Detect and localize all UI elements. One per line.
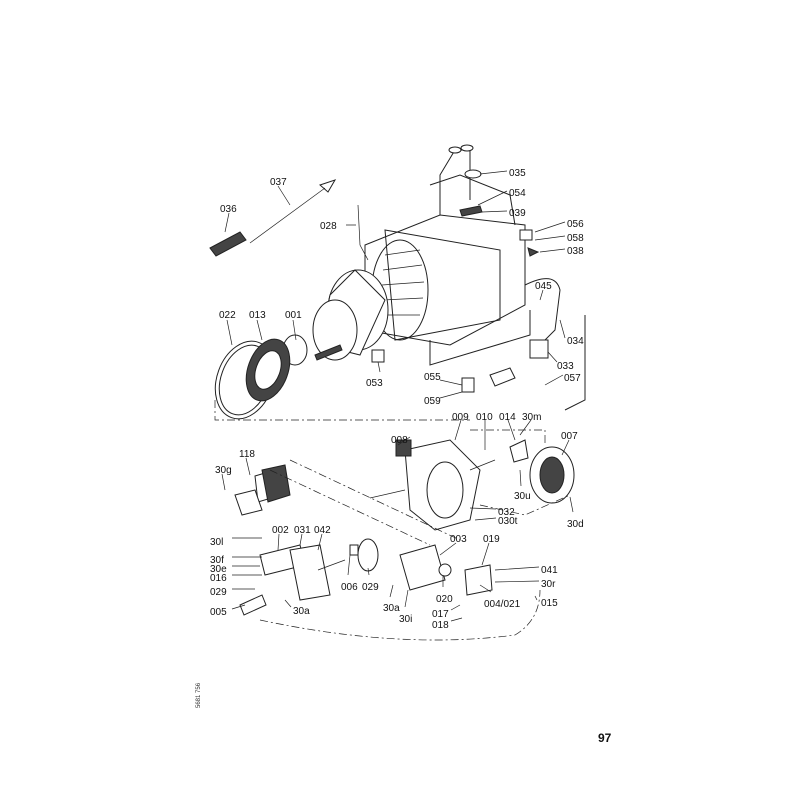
callout-30f: 30f bbox=[210, 555, 224, 566]
callout-058: 058 bbox=[567, 233, 584, 244]
callout-039: 039 bbox=[509, 208, 526, 219]
callout-056: 056 bbox=[567, 219, 584, 230]
leader-lines bbox=[221, 170, 574, 622]
callout-018: 018 bbox=[432, 620, 449, 631]
callout-008: 008 bbox=[391, 435, 408, 446]
callout-034: 034 bbox=[567, 336, 584, 347]
callout-015: 015 bbox=[541, 598, 558, 609]
callout-030t: 030t bbox=[498, 516, 518, 527]
callout-labels: 037 036 028 035 054 039 056 058 038 045 … bbox=[210, 168, 584, 631]
callout-017: 017 bbox=[432, 609, 449, 620]
callout-059: 059 bbox=[424, 396, 441, 407]
callout-006: 006 bbox=[341, 582, 358, 593]
callout-30e: 30e bbox=[210, 564, 227, 575]
burner-ring-drawing bbox=[214, 338, 291, 420]
callout-002: 002 bbox=[272, 525, 289, 536]
callout-020: 020 bbox=[436, 594, 453, 605]
heat-exchanger-drawing bbox=[364, 144, 531, 366]
callout-003: 003 bbox=[450, 534, 467, 545]
callout-010: 010 bbox=[476, 412, 493, 423]
callout-028: 028 bbox=[320, 221, 337, 232]
callout-30i: 30i bbox=[399, 614, 412, 625]
callout-041: 041 bbox=[541, 565, 558, 576]
callout-30g: 30g bbox=[215, 465, 232, 476]
callout-029-left: 029 bbox=[210, 587, 227, 598]
callout-30m: 30m bbox=[522, 412, 541, 423]
callout-007: 007 bbox=[561, 431, 578, 442]
callout-30r: 30r bbox=[541, 579, 556, 590]
callout-30a-left: 30a bbox=[293, 606, 310, 617]
callout-053: 053 bbox=[366, 378, 383, 389]
callout-013: 013 bbox=[249, 310, 266, 321]
burner-assembly-drawing bbox=[234, 439, 575, 616]
callout-30a: 30a bbox=[383, 603, 400, 614]
document-code: 5681 756 bbox=[196, 682, 202, 708]
callout-037: 037 bbox=[270, 177, 287, 188]
callout-118: 118 bbox=[239, 449, 255, 460]
callout-055: 055 bbox=[424, 372, 441, 383]
callout-022: 022 bbox=[219, 310, 236, 321]
callout-029: 029 bbox=[362, 582, 379, 593]
callout-035: 035 bbox=[509, 168, 526, 179]
cleaning-brush-drawing bbox=[209, 179, 369, 261]
callout-004-021: 004/021 bbox=[484, 599, 521, 610]
callout-014: 014 bbox=[499, 412, 516, 423]
callout-038: 038 bbox=[567, 246, 584, 257]
callout-30u: 30u bbox=[514, 491, 531, 502]
connection-lines bbox=[214, 400, 571, 641]
callout-036: 036 bbox=[220, 204, 237, 215]
callout-054: 054 bbox=[509, 188, 526, 199]
callout-30d: 30d bbox=[567, 519, 584, 530]
callout-042: 042 bbox=[314, 525, 331, 536]
callout-30l: 30l bbox=[210, 537, 223, 548]
callout-033: 033 bbox=[557, 361, 574, 372]
callout-019: 019 bbox=[483, 534, 500, 545]
callout-005: 005 bbox=[210, 607, 227, 618]
callout-057: 057 bbox=[564, 373, 581, 384]
callout-016: 016 bbox=[210, 573, 227, 584]
callout-031: 031 bbox=[294, 525, 311, 536]
callout-009: 009 bbox=[452, 412, 469, 423]
callout-032: 032 bbox=[498, 507, 515, 518]
page-number: 97 bbox=[598, 731, 612, 745]
callout-045: 045 bbox=[535, 281, 552, 292]
callout-001: 001 bbox=[285, 310, 302, 321]
small-fittings-drawing bbox=[371, 169, 586, 411]
